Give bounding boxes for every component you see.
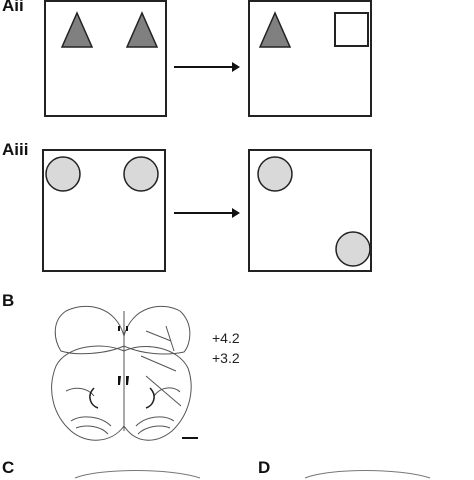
object-triangles-familiar (60, 11, 159, 48)
panel-label-aiii: Aiii (2, 140, 29, 159)
triangle-object-right (125, 11, 159, 48)
object-moved-aiii (257, 156, 371, 267)
triangle-object-left (60, 11, 94, 48)
bregma-coordinate-1: +4.2 (212, 330, 240, 346)
arena-novel-aii (248, 0, 372, 117)
panel-label-b: B (2, 291, 15, 310)
arena-familiar-aiii (42, 149, 166, 272)
object-circles-familiar (45, 156, 159, 192)
panel-label-aii: Aii (2, 0, 24, 15)
arena-familiar-aii (44, 0, 167, 117)
panel-label-c: C (2, 458, 15, 477)
brain-section-d-partial (304, 470, 431, 479)
circle-object-moved (335, 231, 371, 267)
bregma-coordinate-2: +3.2 (212, 350, 240, 366)
brain-section-c-partial (74, 470, 201, 479)
brain-section-illustration (51, 305, 198, 441)
panel-label-d: D (258, 458, 271, 477)
arena-moved-aiii (248, 149, 372, 272)
arrow-icon (174, 62, 240, 72)
square-object-novel (334, 12, 369, 47)
triangle-object-left (258, 11, 292, 48)
circle-object-stationary (257, 156, 293, 192)
circle-object-right (123, 156, 159, 192)
circle-object-left (45, 156, 81, 192)
object-novel-aii (258, 11, 369, 48)
arrow-icon (174, 208, 240, 218)
